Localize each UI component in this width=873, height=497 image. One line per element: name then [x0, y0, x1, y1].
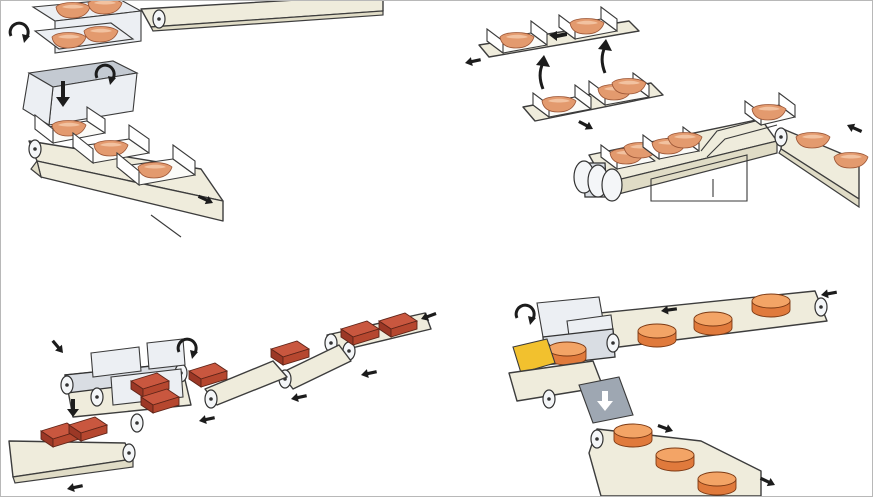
- roller: [590, 429, 604, 449]
- rotate-arrow-icon: [600, 46, 607, 74]
- yellow-pusher: [512, 338, 556, 374]
- panel-tray-flipping-conveyor: [8, 1, 384, 238]
- rotate-arrow-icon: [514, 303, 538, 327]
- direction-arrow-icon: [549, 31, 567, 41]
- roller: [152, 9, 166, 29]
- fish-tray: [642, 125, 703, 161]
- guide-plate: [146, 338, 186, 370]
- guide-plate: [90, 346, 142, 378]
- fish-tray: [72, 123, 150, 165]
- roller: [28, 139, 42, 159]
- down-arrow-icon: [597, 391, 613, 411]
- direction-arrow-icon: [360, 367, 378, 380]
- fish-tray: [532, 83, 592, 119]
- direction-arrow-icon: [576, 117, 596, 133]
- roller: [774, 127, 788, 147]
- direction-arrow-icon: [198, 413, 216, 426]
- fish-tray: [600, 142, 659, 171]
- roller: [60, 375, 74, 395]
- round-product: [693, 311, 733, 336]
- fish-tray: [34, 105, 106, 145]
- brick: [270, 340, 310, 366]
- roller: [542, 389, 556, 409]
- direction-arrow-icon: [820, 287, 838, 300]
- roller: [814, 297, 828, 317]
- roller: [204, 389, 218, 409]
- rotate-arrow-icon: [538, 62, 545, 90]
- down-arrow-icon: [67, 399, 79, 417]
- panel-brick-transfer-conveyor: [8, 309, 438, 494]
- direction-arrow-icon: [464, 55, 482, 68]
- fish-tray: [116, 143, 196, 187]
- round-product: [655, 447, 695, 472]
- round-product: [613, 423, 653, 448]
- direction-arrow-icon: [49, 337, 67, 356]
- direction-arrow-icon: [290, 391, 308, 404]
- round-product: [751, 293, 791, 318]
- rotate-arrow-icon: [8, 21, 32, 45]
- roller-stack: [573, 160, 623, 202]
- down-arrow-icon: [56, 81, 70, 107]
- fish-tray: [744, 91, 796, 127]
- fish-tray: [486, 19, 548, 55]
- direction-arrow-icon: [66, 481, 84, 494]
- panel-tray-transfer-conveyor: [464, 5, 869, 209]
- direction-arrow-icon: [656, 421, 675, 436]
- round-product: [637, 323, 677, 348]
- fish-tray: [558, 5, 618, 41]
- fish-tray: [588, 71, 650, 107]
- panel-round-product-turning-conveyor: [508, 287, 838, 496]
- round-product: [697, 471, 737, 496]
- direction-arrow-icon: [845, 120, 864, 136]
- roller: [122, 443, 136, 463]
